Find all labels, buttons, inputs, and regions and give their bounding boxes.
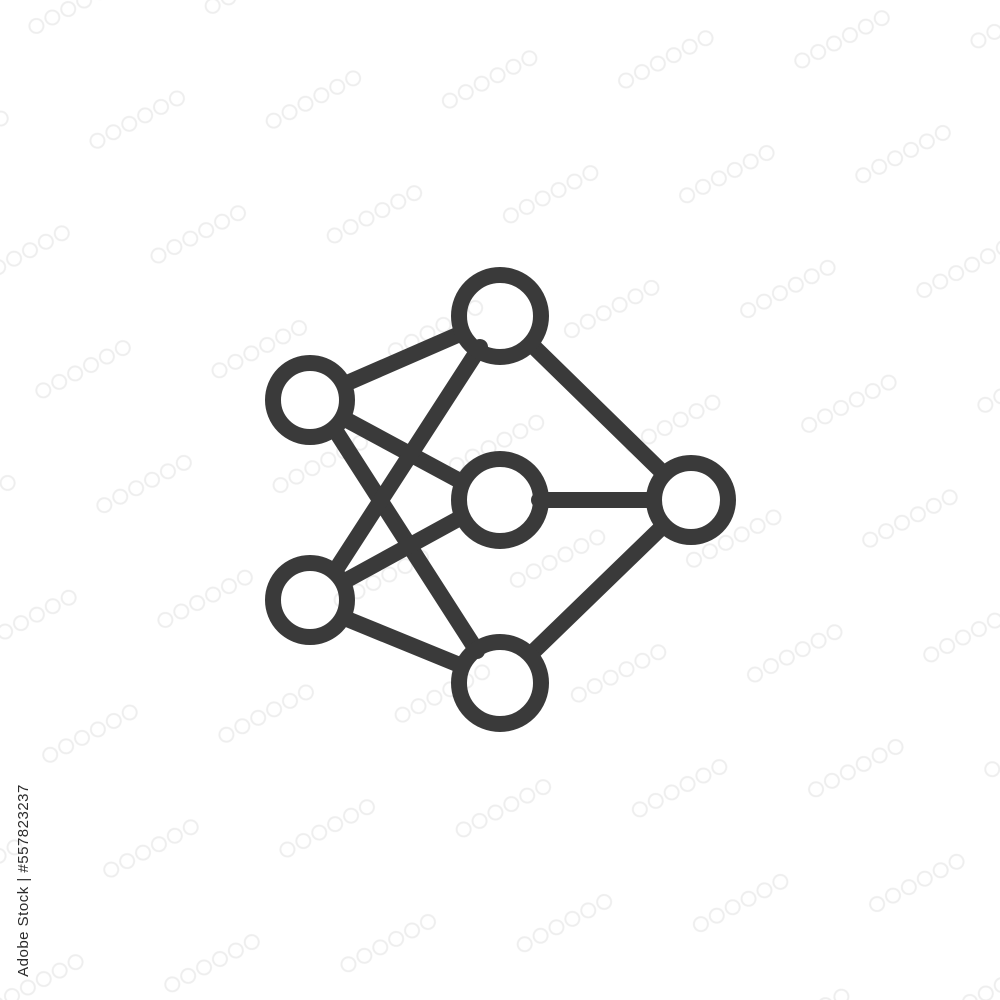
node-hidden-mid <box>451 451 549 549</box>
edge-in2-bot <box>339 611 470 674</box>
stock-id-text: Adobe Stock | #557823237 <box>14 783 32 977</box>
edge-in2-mid <box>337 510 468 589</box>
edge-in1-mid <box>337 411 468 489</box>
node-output <box>646 455 736 545</box>
node-hidden-bottom <box>451 634 549 732</box>
edge-bot-out <box>524 521 668 661</box>
stock-id-label: Adobe Stock | #557823237 <box>8 765 38 995</box>
edge-top-out <box>524 337 668 478</box>
node-input-1 <box>265 355 355 445</box>
node-input-2 <box>265 555 355 645</box>
edge-in2-top <box>329 339 488 576</box>
node-hidden-top <box>451 267 549 365</box>
edge-in1-top <box>337 325 470 392</box>
